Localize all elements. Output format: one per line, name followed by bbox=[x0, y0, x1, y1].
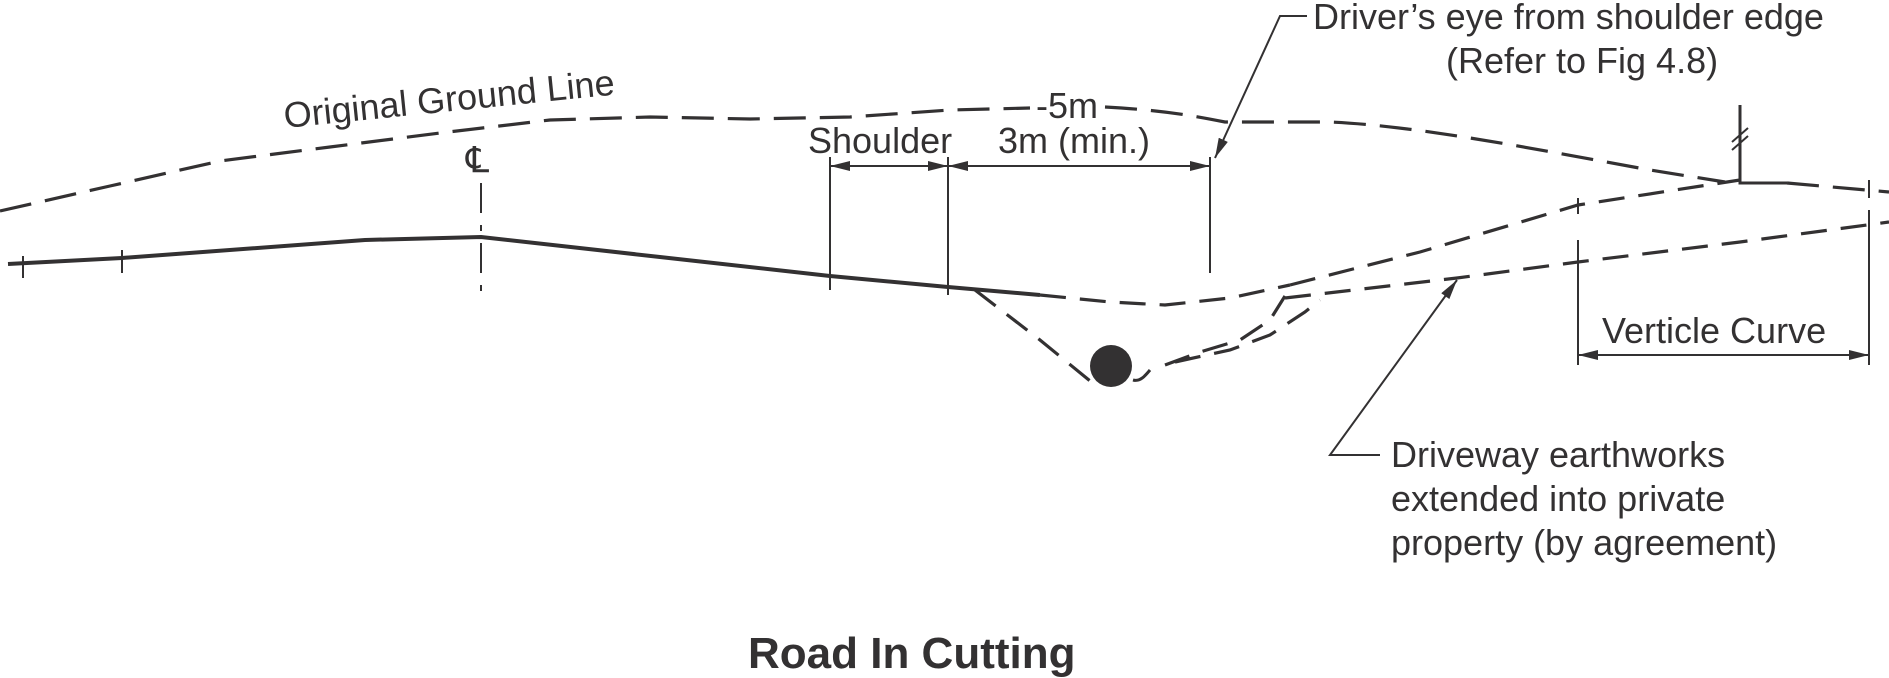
drivers-eye-callout: Driver’s eye from shoulder edge (Refer t… bbox=[1214, 0, 1824, 159]
driveway-callout: Driveway earthworks extended into privat… bbox=[1328, 279, 1777, 563]
vertical-curve-label: Verticle Curve bbox=[1602, 310, 1826, 351]
driveway-label-line2: extended into private bbox=[1391, 478, 1725, 519]
drivers-eye-label-line2: (Refer to Fig 4.8) bbox=[1446, 40, 1718, 81]
centerline: ℄ bbox=[465, 139, 489, 295]
shoulder-label: Shoulder bbox=[808, 120, 952, 161]
crest-marker bbox=[1731, 105, 1787, 185]
table-drain bbox=[974, 288, 1321, 387]
drivers-eye-label-line1: Driver’s eye from shoulder edge bbox=[1313, 0, 1824, 37]
centerline-symbol: ℄ bbox=[465, 139, 489, 180]
driveway-label-line1: Driveway earthworks bbox=[1391, 434, 1725, 475]
vertical-curve-dimension: Verticle Curve bbox=[1577, 210, 1870, 365]
three-m-min-label: 3m (min.) bbox=[998, 120, 1150, 161]
five-m-label: -5m bbox=[1036, 85, 1098, 126]
shoulder-dimension: Shoulder bbox=[808, 120, 952, 295]
original-ground-line-label: Original Ground Line bbox=[282, 62, 617, 136]
original-ground-line bbox=[0, 105, 1889, 213]
driveway-label-line3: property (by agreement) bbox=[1391, 522, 1777, 563]
culvert-pipe-icon bbox=[1090, 345, 1132, 387]
diagram-title: Road In Cutting bbox=[748, 629, 1076, 678]
driveway-profile bbox=[1284, 178, 1889, 300]
road-formation-line bbox=[7, 235, 1291, 307]
station-ticks bbox=[22, 250, 123, 278]
sight-distance-dimension: 3m (min.) bbox=[948, 120, 1211, 273]
